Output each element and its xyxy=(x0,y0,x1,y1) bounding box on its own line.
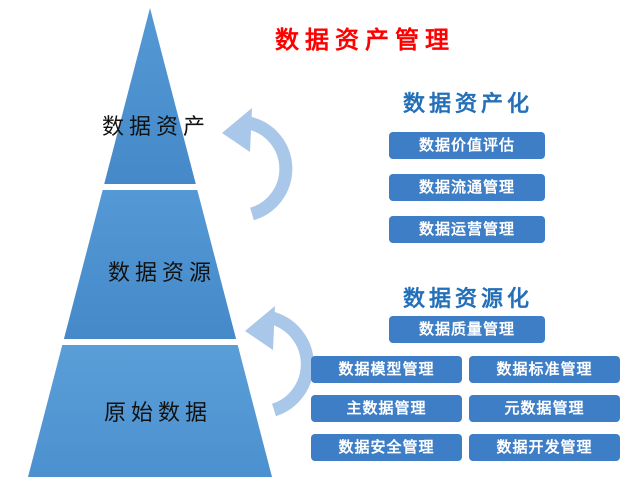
pyramid-layer-bottom xyxy=(28,345,272,477)
data-model-management-pill: 数据模型管理 xyxy=(311,356,462,383)
data-circulation-management-pill: 数据流通管理 xyxy=(389,174,545,201)
pyramid-label-raw-data: 原始数据 xyxy=(103,400,212,425)
pyramid-label-data-assets: 数据资产 xyxy=(101,114,210,139)
metadata-management-pill: 元数据管理 xyxy=(469,395,620,422)
data-development-management-pill: 数据开发管理 xyxy=(469,434,620,461)
pyramid-label-data-resources: 数据资源 xyxy=(107,260,216,285)
master-data-management-pill: 主数据管理 xyxy=(311,395,462,422)
heading-data-resourcization: 数据资源化 xyxy=(402,286,533,311)
data-value-evaluation-pill: 数据价值评估 xyxy=(389,132,545,159)
pyramid-layer-top xyxy=(104,8,196,184)
data-security-management-pill: 数据安全管理 xyxy=(311,434,462,461)
heading-data-assetization: 数据资产化 xyxy=(402,91,533,116)
pyramid-layer-middle xyxy=(63,190,237,339)
data-operation-management-pill: 数据运营管理 xyxy=(389,216,545,243)
data-standard-management-pill: 数据标准管理 xyxy=(469,356,620,383)
curved-arrow-top xyxy=(222,108,293,221)
page-title: 数据资产管理 xyxy=(275,27,455,54)
curved-arrow-bottom xyxy=(245,306,314,417)
data-quality-management-pill: 数据质量管理 xyxy=(389,316,545,343)
